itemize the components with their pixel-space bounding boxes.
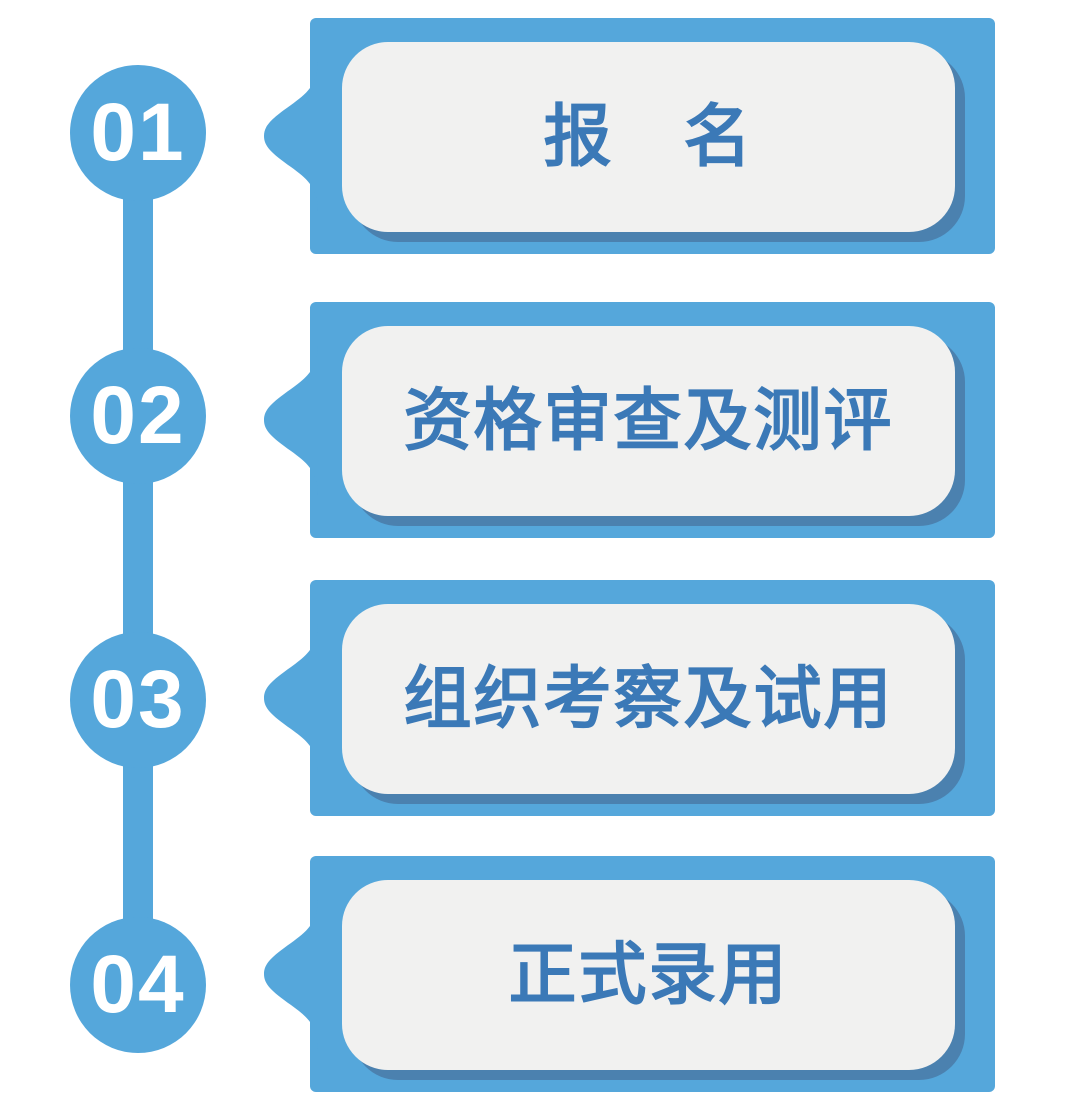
card-pointer-notch [264,899,318,1049]
step-badge-3: 03 [70,632,206,768]
card-panel: 组织考察及试用 [342,604,955,794]
card-pointer-notch [264,345,318,495]
timeline-connector-line [123,133,153,985]
card-panel: 正式录用 [342,880,955,1070]
step-number: 03 [90,654,186,745]
card-panel: 资格审查及测评 [342,326,955,516]
step-badge-2: 02 [70,348,206,484]
step-card-2: 资格审查及测评 [264,302,995,538]
step-label: 组织考察及试用 [403,661,894,737]
step-number: 02 [90,370,186,461]
step-card-1: 报 名 [264,18,995,254]
step-label: 报 名 [543,99,754,175]
card-pointer-notch [264,623,318,773]
step-number: 01 [90,87,186,178]
card-panel: 报 名 [342,42,955,232]
step-label: 资格审查及测评 [403,383,894,459]
card-pointer-notch [264,61,318,211]
step-badge-1: 01 [70,65,206,201]
step-label: 正式录用 [508,937,789,1013]
step-badge-4: 04 [70,917,206,1053]
step-card-4: 正式录用 [264,856,995,1092]
step-number: 04 [90,939,186,1030]
step-card-3: 组织考察及试用 [264,580,995,816]
